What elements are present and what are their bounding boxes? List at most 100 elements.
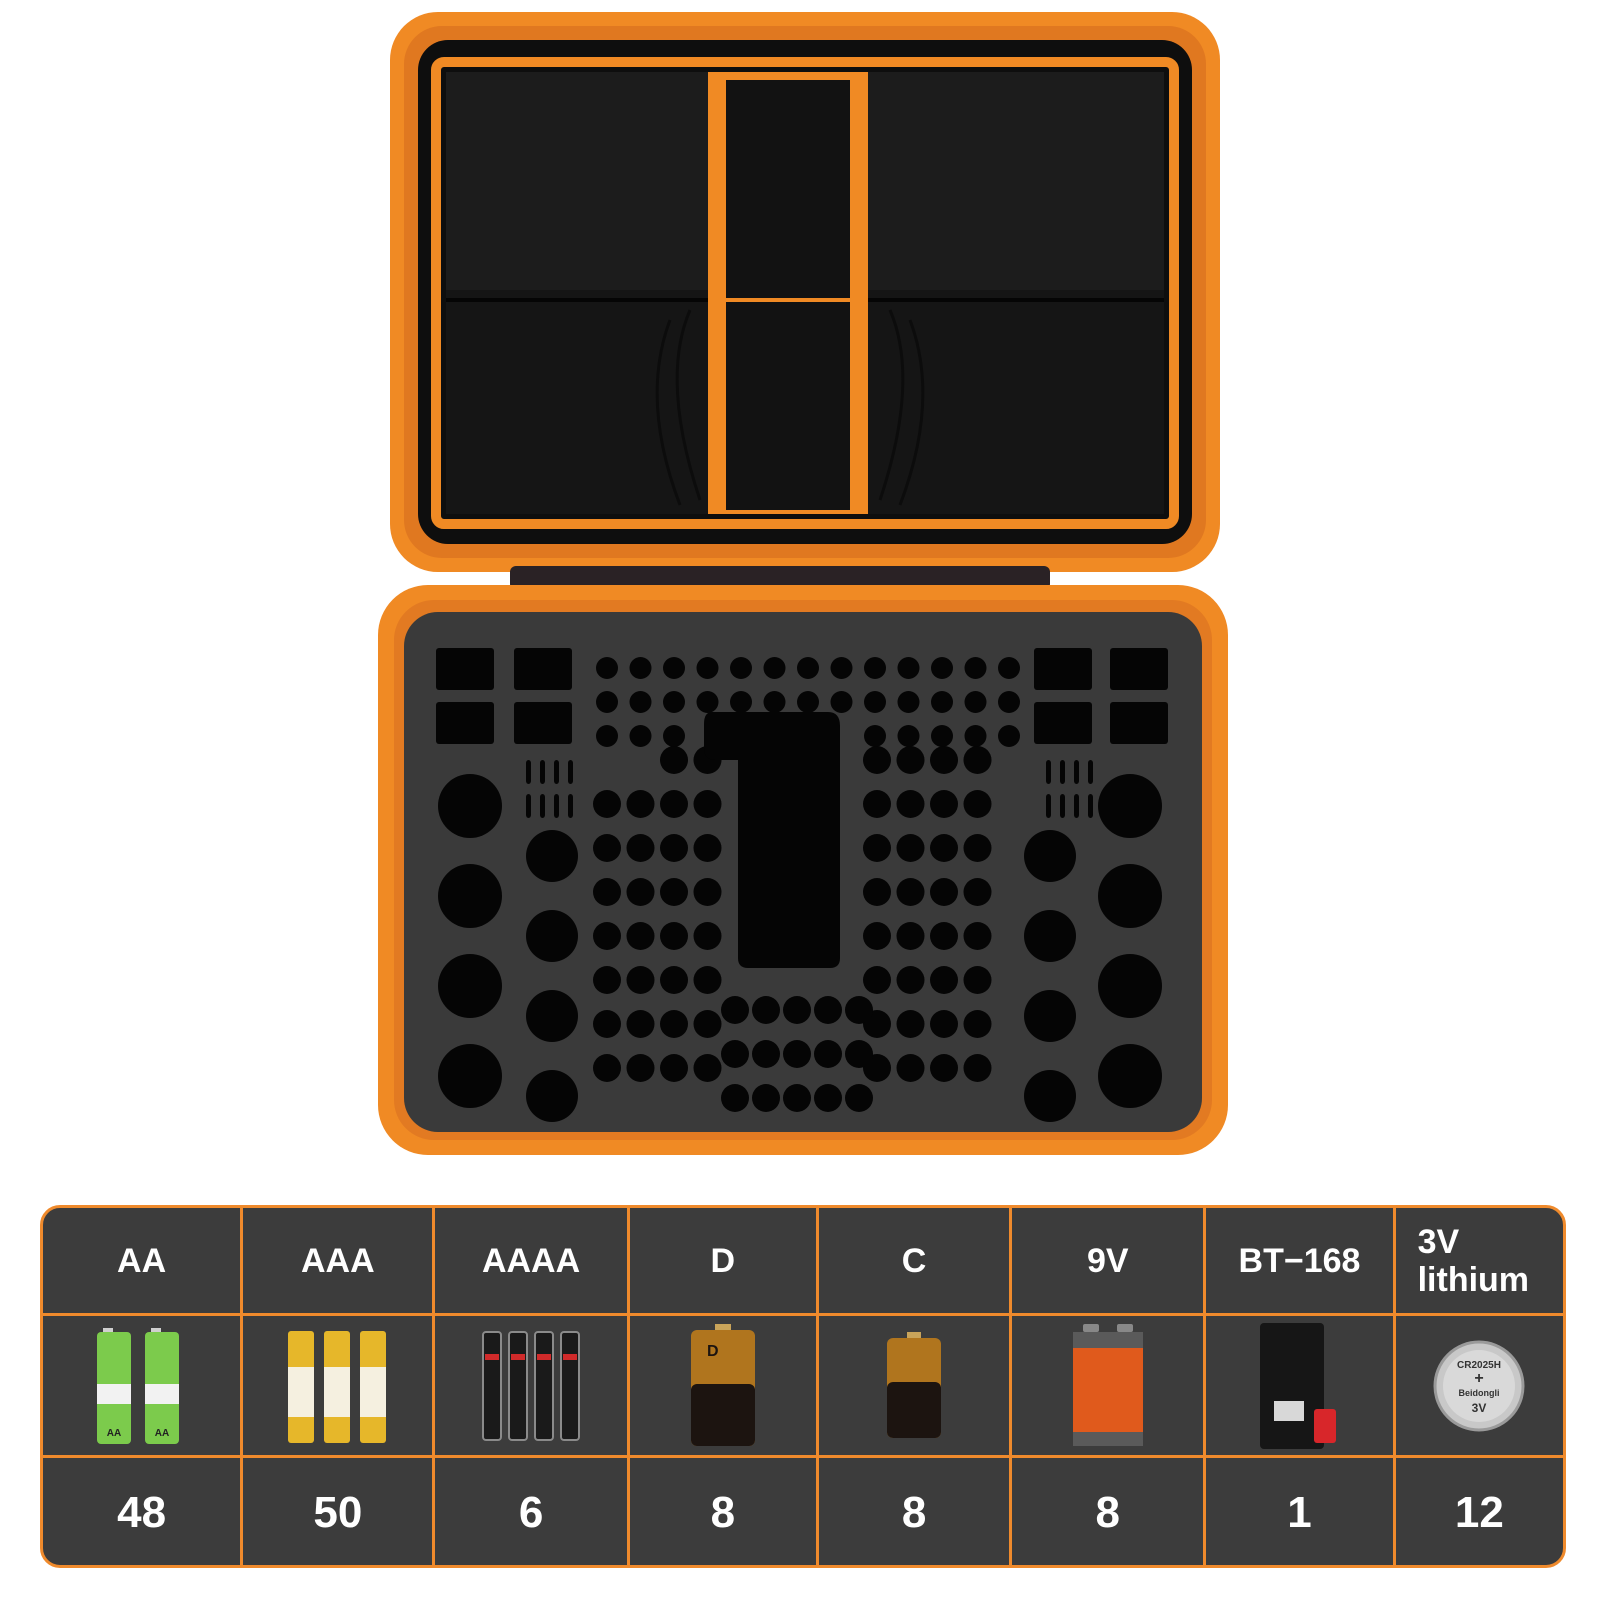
foam-hole — [814, 1084, 842, 1112]
foam-hole — [693, 878, 722, 906]
foam-hole — [663, 691, 685, 713]
foam-hole — [438, 774, 502, 838]
foam-hole — [963, 1054, 992, 1082]
foam-hole — [896, 878, 925, 906]
foam-hole — [964, 657, 987, 679]
count-c: 8 — [815, 1458, 1009, 1565]
foam-hole — [596, 657, 618, 679]
foam-hole — [814, 1040, 842, 1068]
foam-hole — [629, 725, 652, 747]
foam-hole — [864, 691, 886, 713]
d-battery-icon: D — [626, 1316, 816, 1455]
foam-hole — [593, 790, 621, 818]
foam-hole — [660, 790, 688, 818]
foam-hole — [863, 878, 891, 906]
foam-hole — [830, 657, 853, 679]
foam-hole — [897, 657, 920, 679]
foam-hole — [864, 725, 886, 747]
foam-hole — [783, 1084, 811, 1112]
foam-hole — [897, 691, 920, 713]
foam-slot — [1088, 794, 1093, 818]
foam-slot — [1046, 760, 1051, 784]
coin-cell-icon: CR2025H + Beidongli 3V — [1392, 1316, 1563, 1455]
foam-hole — [931, 725, 953, 747]
count-aa: 48 — [117, 1488, 167, 1537]
foam-hole — [1098, 774, 1162, 838]
foam-slot — [1034, 702, 1092, 744]
foam-slot — [1110, 702, 1168, 744]
foam-hole — [896, 1010, 925, 1038]
foam-hole — [593, 966, 621, 994]
foam-hole — [626, 1054, 655, 1082]
foam-hole — [763, 691, 786, 713]
header-c: C — [815, 1208, 1009, 1313]
foam-slot — [568, 794, 573, 818]
header-aa: AA — [117, 1241, 167, 1280]
foam-slot — [514, 702, 572, 744]
foam-hole — [863, 922, 891, 950]
foam-hole — [693, 1010, 722, 1038]
foam-hole — [629, 657, 652, 679]
table-image-row: AA AA — [43, 1313, 1563, 1458]
foam-hole — [845, 1084, 873, 1112]
aaa-battery-icon — [240, 1316, 432, 1455]
foam-hole — [1024, 830, 1076, 882]
foam-hole — [1098, 1044, 1162, 1108]
9v-battery-icon — [1009, 1316, 1203, 1455]
foam-hole — [752, 1040, 780, 1068]
foam-hole — [596, 691, 618, 713]
svg-text:Beidongli: Beidongli — [1459, 1388, 1500, 1398]
foam-hole — [783, 1040, 811, 1068]
foam-slot — [1088, 760, 1093, 784]
foam-hole — [526, 830, 578, 882]
foam-hole — [830, 691, 853, 713]
case-hinge — [510, 566, 1050, 590]
foam-hole — [596, 725, 618, 747]
foam-slot — [1110, 648, 1168, 690]
foam-hole — [721, 1040, 749, 1068]
foam-hole — [797, 657, 819, 679]
svg-text:AA: AA — [154, 1428, 168, 1439]
header-d: D — [626, 1208, 816, 1313]
foam-hole — [593, 878, 621, 906]
foam-slot — [1074, 760, 1079, 784]
foam-hole — [693, 790, 722, 818]
foam-slot — [436, 648, 494, 690]
foam-hole — [593, 922, 621, 950]
count-aaa: 50 — [240, 1458, 432, 1565]
foam-hole — [626, 922, 655, 950]
foam-hole — [1024, 910, 1076, 962]
count-d: 8 — [626, 1458, 816, 1565]
foam-hole — [438, 1044, 502, 1108]
foam-hole — [752, 1084, 780, 1112]
foam-hole — [1024, 1070, 1076, 1122]
foam-hole — [752, 996, 780, 1024]
foam-hole — [931, 657, 953, 679]
foam-hole — [930, 878, 958, 906]
foam-hole — [696, 691, 719, 713]
foam-slot — [1046, 794, 1051, 818]
foam-hole — [693, 1054, 722, 1082]
foam-hole — [896, 834, 925, 862]
foam-hole — [845, 996, 873, 1024]
foam-hole — [963, 966, 992, 994]
foam-hole — [1024, 990, 1076, 1042]
foam-hole — [660, 1054, 688, 1082]
foam-hole — [438, 954, 502, 1018]
foam-hole — [930, 966, 958, 994]
header-aaaa: AAAA — [432, 1208, 626, 1313]
foam-slot — [568, 760, 573, 784]
foam-slot — [540, 760, 545, 784]
foam-hole — [998, 657, 1020, 679]
foam-slot — [540, 794, 545, 818]
foam-hole — [814, 996, 842, 1024]
foam-hole — [896, 922, 925, 950]
foam-hole — [526, 1070, 578, 1122]
foam-hole — [963, 878, 992, 906]
foam-hole — [696, 657, 719, 679]
foam-hole — [963, 922, 992, 950]
foam-hole — [998, 691, 1020, 713]
foam-hole — [629, 691, 652, 713]
